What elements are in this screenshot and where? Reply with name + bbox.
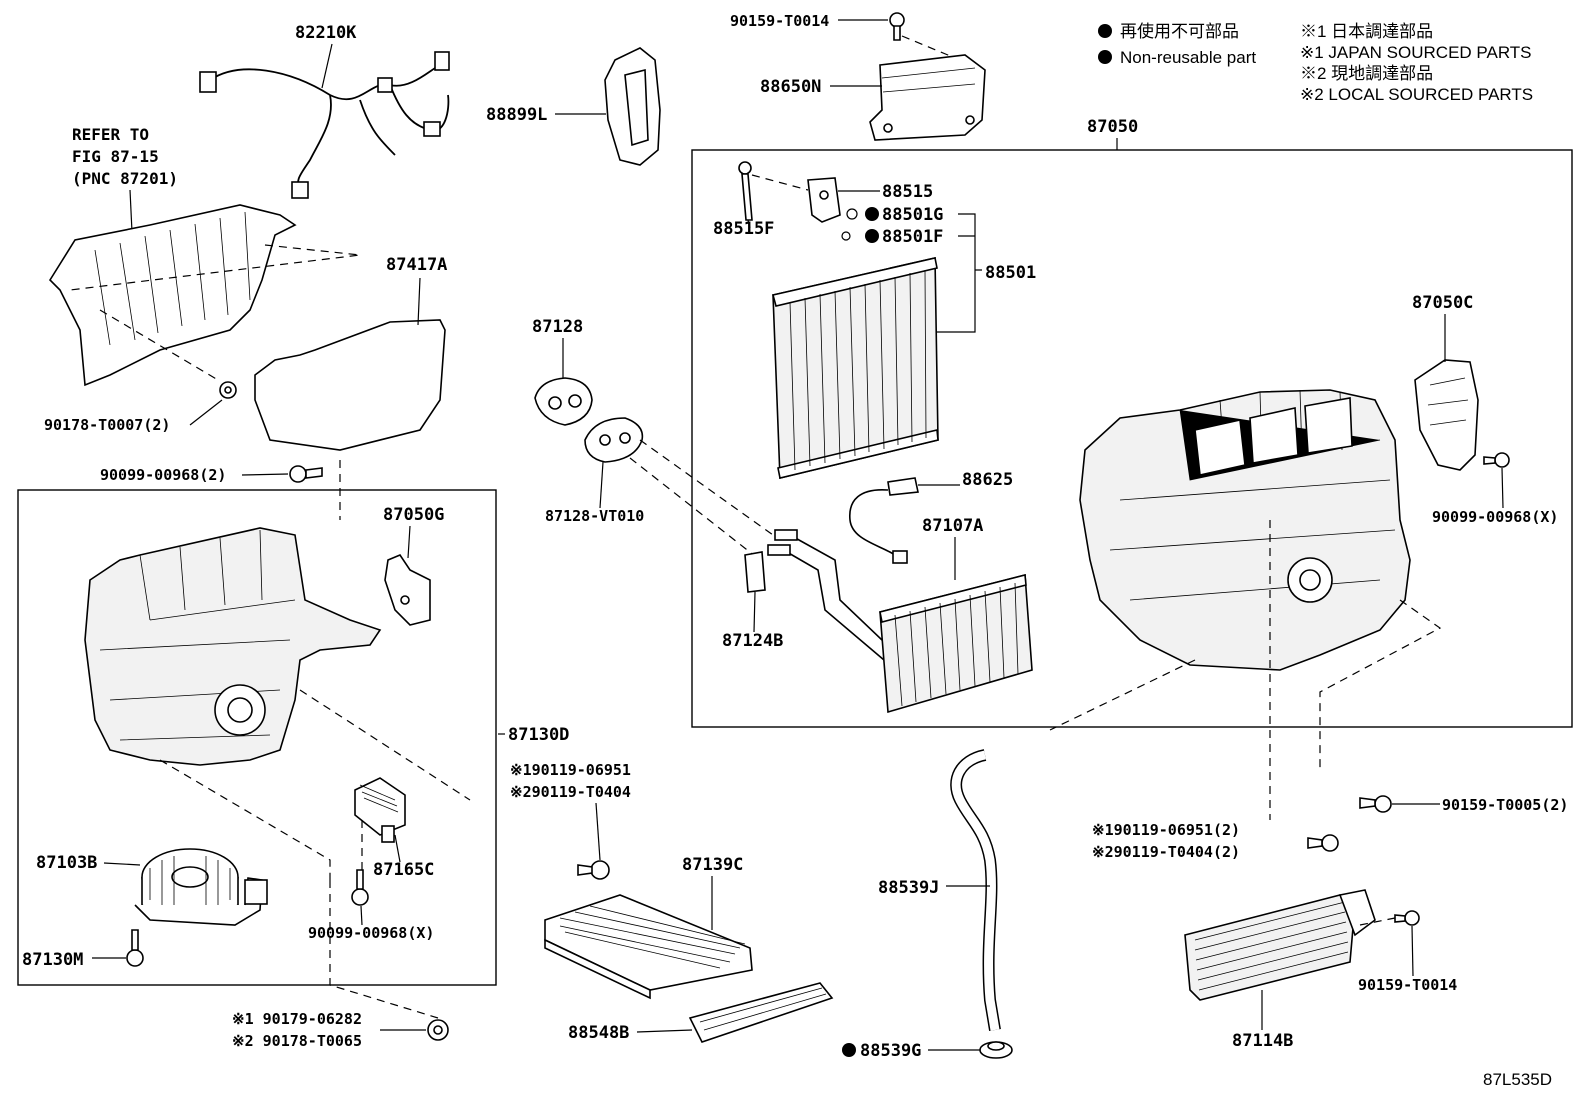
screw-90159-t0014-bottom	[1394, 910, 1420, 926]
ecu-88650n	[869, 54, 986, 141]
part-label-88539j[interactable]: 88539J	[878, 878, 939, 898]
heater-core-87107a	[767, 529, 1033, 714]
refer-line2: FIG 87-15	[72, 147, 159, 166]
part-label-90159-t0005[interactable]: 90159-T0005(2)	[1442, 796, 1568, 814]
cabin-filter-87139c	[544, 894, 753, 1000]
part-label-88501f[interactable]: 88501F	[882, 227, 943, 247]
heater-unit-box	[691, 149, 1573, 728]
legend-note2-en: ※2 LOCAL SOURCED PARTS	[1300, 85, 1533, 104]
grommet-88539g	[979, 1041, 1013, 1059]
refer-line3: (PNC 87201)	[72, 169, 178, 188]
part-label-87417a[interactable]: 87417A	[386, 255, 447, 275]
legend-non-reusable-en: Non-reusable part	[1120, 48, 1256, 67]
legend-note2-jp: ※2 現地調達部品	[1300, 64, 1433, 83]
non-reusable-dot-icon	[865, 207, 879, 221]
part-label-88899l[interactable]: 88899L	[486, 105, 547, 125]
wire-harness-82210k[interactable]	[199, 51, 450, 199]
o-ring-88501f-icon	[841, 231, 851, 241]
part-label-88539g[interactable]: 88539G	[860, 1041, 921, 1061]
non-reusable-dot-icon	[1098, 50, 1112, 64]
drain-hose-88539j	[950, 749, 1001, 1031]
nut-90179-06282	[427, 1019, 449, 1041]
part-label-90159-t0014-bottom[interactable]: 90159-T0014	[1358, 976, 1457, 994]
grommet-87128	[534, 377, 593, 426]
part-label-90179-06282[interactable]: ※1 90179-06282	[232, 1010, 362, 1028]
clip-87124b	[744, 551, 766, 593]
part-label-90159-t0014-top[interactable]: 90159-T0014	[730, 12, 829, 30]
part-label-87050g[interactable]: 87050G	[383, 505, 444, 525]
part-label-87103b[interactable]: 87103B	[36, 853, 97, 873]
part-label-87107a[interactable]: 87107A	[922, 516, 983, 536]
actuator-87050c	[1414, 359, 1479, 471]
filter-pad-87417a	[254, 319, 446, 451]
bolt-90099-00968-2	[289, 465, 323, 483]
part-label-88501[interactable]: 88501	[985, 263, 1036, 283]
part-label-90099-00968-x-right[interactable]: 90099-00968(X)	[1432, 508, 1558, 526]
part-label-90099-00968-2[interactable]: 90099-00968(2)	[100, 466, 226, 484]
part-label-90178-t0007[interactable]: 90178-T0007(2)	[44, 416, 170, 434]
bolt-90099-00968-x-right	[1483, 452, 1510, 468]
bolt-90099-00968-x-left	[351, 869, 369, 906]
part-label-82210k[interactable]: 82210K	[295, 23, 357, 43]
resistor-87165c	[354, 777, 406, 843]
part-label-87114b[interactable]: 87114B	[1232, 1031, 1293, 1051]
part-label-87050[interactable]: 87050	[1087, 117, 1138, 137]
part-label-90119-t0404-center[interactable]: ※290119-T0404	[510, 783, 631, 801]
ptc-heater-87114b	[1184, 889, 1376, 1001]
legend-non-reusable-jp: 再使用不可部品	[1120, 21, 1239, 41]
nut-90178-t0007	[219, 381, 237, 399]
non-reusable-dot-icon	[842, 1043, 856, 1057]
legend: 再使用不可部品 Non-reusable part ※1 日本調達部品 ※1 J…	[1098, 21, 1533, 104]
heater-case-87050	[1079, 389, 1411, 671]
sensor-88899l	[604, 47, 661, 166]
duct-part	[48, 204, 297, 387]
diagram-code: 87L535D	[1483, 1070, 1552, 1089]
o-ring-88501g-icon	[846, 208, 858, 220]
screw-90159-t0005	[1359, 795, 1392, 813]
refer-line1: REFER TO	[72, 125, 149, 144]
part-label-88625[interactable]: 88625	[962, 470, 1013, 490]
evaporator-88501	[772, 257, 939, 480]
valve-88515	[807, 177, 841, 223]
part-label-88515[interactable]: 88515	[882, 182, 933, 202]
part-label-87128-vt010[interactable]: 87128-VT010	[545, 507, 644, 525]
part-label-87139c[interactable]: 87139C	[682, 855, 743, 875]
screw-87130m	[126, 929, 144, 967]
bolt-88515f	[738, 161, 753, 221]
refer-note: REFER TO FIG 87-15 (PNC 87201)	[72, 125, 178, 188]
bracket-87050g	[384, 554, 431, 626]
screw-90119-06951-right	[1307, 834, 1339, 852]
non-reusable-dot-icon	[865, 229, 879, 243]
screw-90159-t0014-top	[889, 12, 905, 41]
blower-motor-87103b	[134, 848, 268, 926]
part-label-87124b[interactable]: 87124B	[722, 631, 783, 651]
legend-note1-en: ※1 JAPAN SOURCED PARTS	[1300, 43, 1532, 62]
legend-note1-jp: ※1 日本調達部品	[1300, 22, 1433, 41]
part-label-90119-06951-center[interactable]: ※190119-06951	[510, 761, 631, 779]
gasket-87128-vt010	[584, 417, 644, 463]
part-label-88650n[interactable]: 88650N	[760, 77, 821, 97]
part-label-87165c[interactable]: 87165C	[373, 860, 434, 880]
sensor-88625	[849, 477, 919, 564]
screw-90119-06951-center	[577, 860, 610, 880]
part-label-88501g[interactable]: 88501G	[882, 205, 943, 225]
non-reusable-dot-icon	[1098, 24, 1112, 38]
part-label-87130m[interactable]: 87130M	[22, 950, 83, 970]
part-label-90119-06951-right[interactable]: ※190119-06951(2)	[1092, 821, 1240, 839]
blower-assembly-box	[17, 489, 497, 986]
blower-housing-87130d	[84, 527, 382, 766]
part-label-90119-t0404-right[interactable]: ※290119-T0404(2)	[1092, 843, 1240, 861]
part-label-88515f[interactable]: 88515F	[713, 219, 774, 239]
part-label-87128[interactable]: 87128	[532, 317, 583, 337]
part-label-87050c[interactable]: 87050C	[1412, 293, 1473, 313]
part-label-90178-t0065[interactable]: ※2 90178-T0065	[232, 1032, 362, 1050]
part-label-87130d[interactable]: 87130D	[508, 725, 569, 745]
part-label-88548b[interactable]: 88548B	[568, 1023, 629, 1043]
part-label-90099-00968-x-left[interactable]: 90099-00968(X)	[308, 924, 434, 942]
strip-88548b	[688, 982, 834, 1043]
